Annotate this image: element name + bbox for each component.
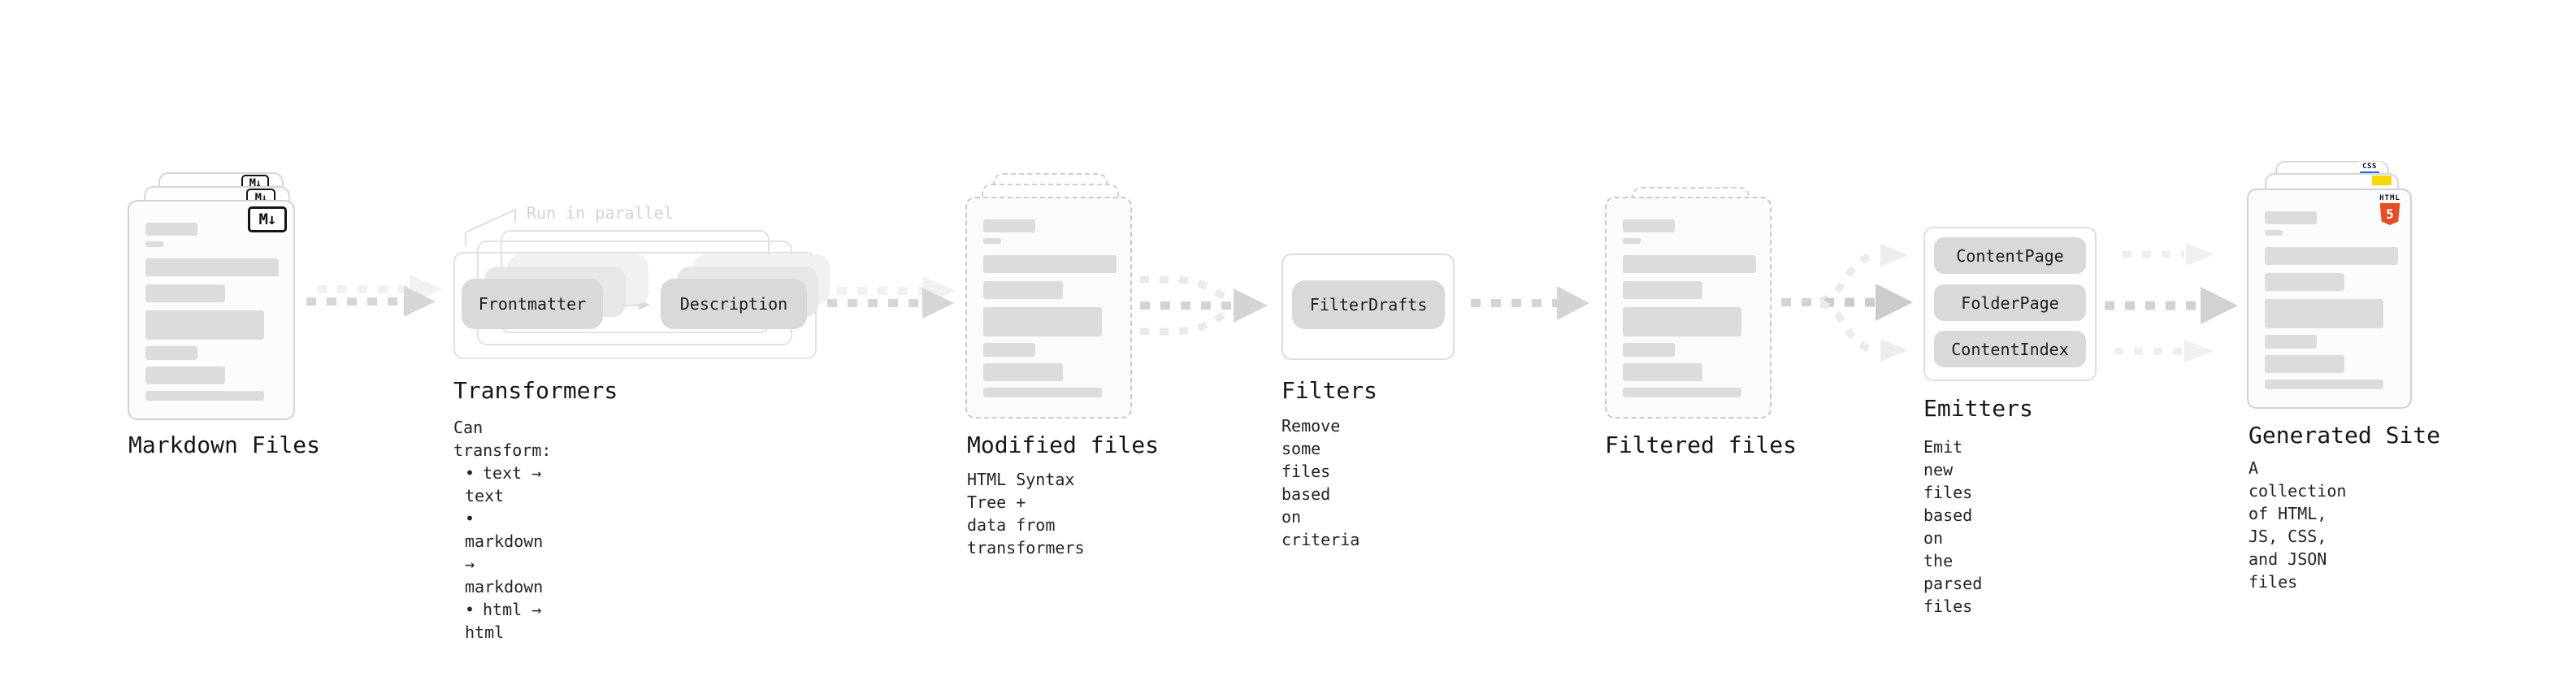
bullet-icon: • [465, 600, 475, 619]
arrow-modified-to-filters [1140, 275, 1268, 336]
filters-heading: Filters [1281, 377, 1378, 404]
arrow-filters-to-filtered [1471, 286, 1589, 320]
generated-site-label: Generated Site [2249, 422, 2441, 449]
emitters-heading: Emitters [1923, 395, 2033, 422]
run-in-parallel-note: Run in parallel [527, 203, 674, 223]
filters-box [1281, 254, 1455, 360]
contentpage-pill: ContentPage [1934, 237, 2086, 274]
filtered-file-card [1605, 197, 1772, 419]
css-icon: CSS [2357, 162, 2382, 176]
folderpage-pill: FolderPage [1934, 284, 2086, 321]
transform-bullet: • markdown → markdown [453, 507, 551, 598]
arrow-filtered-to-emitters [1781, 244, 1913, 362]
modified-files-label: Modified files [967, 432, 1160, 458]
arrow-markdown-to-transformers [306, 275, 442, 317]
emitters-box [1923, 227, 2097, 381]
filtered-files-label: Filtered files [1605, 432, 1798, 458]
bullet-icon: • [465, 509, 475, 528]
document-placeholder-lines [1623, 219, 1756, 397]
arrow-emitters-to-generated [2105, 243, 2238, 362]
emitters-subtitle: Emit new files based on the parsed files [1923, 437, 1983, 616]
html-file-card: HTML 5 [2247, 189, 2412, 409]
bullet-icon: • [465, 463, 475, 483]
description-pill: Description [661, 279, 807, 329]
html5-icon-shield: 5 [2379, 203, 2400, 225]
generated-site-subtitle: A collection of HTML, JS, CSS, and JSON … [2249, 458, 2347, 592]
markdown-icon: M↓ [248, 206, 287, 232]
html5-icon-number: 5 [2386, 206, 2394, 222]
transformers-description: Can transform: •text → text •markdown → … [453, 416, 551, 644]
document-placeholder-lines [145, 223, 279, 401]
css-icon-label: CSS [2362, 162, 2377, 171]
transform-bullet-text: text → text [465, 463, 542, 505]
transform-bullet-text: markdown → markdown [465, 531, 544, 596]
document-placeholder-lines [983, 219, 1117, 397]
transform-bullet-text: html → html [465, 600, 542, 642]
filters-subtitle: Remove some files based on criteria [1281, 416, 1360, 549]
html5-icon: HTML 5 [2378, 194, 2402, 225]
note-leader-line [465, 208, 516, 246]
arrow-transformers-to-modified [827, 276, 956, 319]
html5-icon-label: HTML [2379, 194, 2400, 202]
modified-file-card [965, 197, 1132, 419]
transformers-heading: Transformers [453, 377, 618, 404]
filterdrafts-pill: FilterDrafts [1292, 280, 1445, 329]
contentindex-pill: ContentIndex [1934, 331, 2086, 367]
transform-bullet: •text → text [453, 462, 551, 507]
javascript-icon [2372, 176, 2392, 185]
markdown-file-card: M↓ [128, 200, 295, 420]
frontmatter-pill: Frontmatter [462, 279, 603, 329]
css-icon-bar [2360, 171, 2379, 175]
transform-bullet: •html → html [453, 598, 551, 644]
can-transform-title: Can transform: [453, 418, 552, 460]
markdown-files-label: Markdown Files [128, 432, 321, 458]
document-placeholder-lines [2265, 211, 2398, 389]
modified-files-subtitle: HTML Syntax Tree + data from transformer… [967, 470, 1085, 557]
